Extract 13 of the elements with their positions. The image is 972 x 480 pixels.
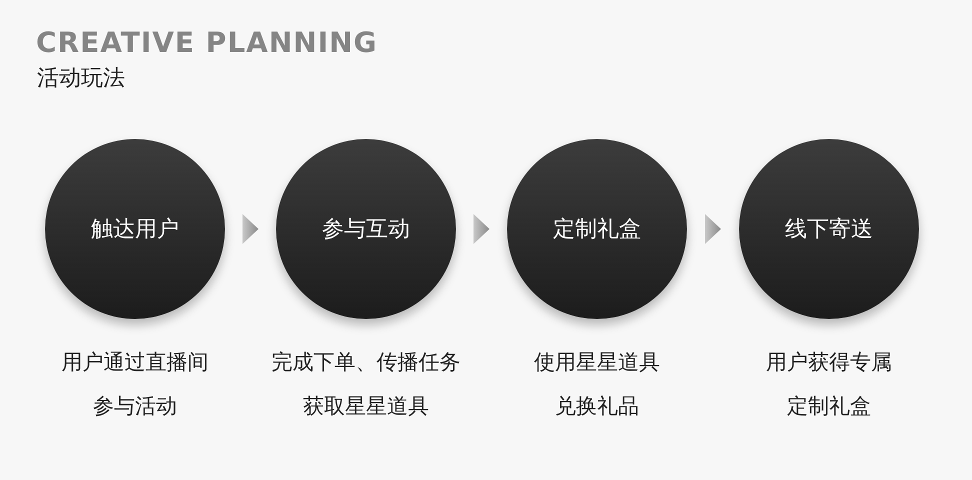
step-title: 参与互动 xyxy=(322,216,410,244)
heading: CREATIVE PLANNING xyxy=(36,26,378,60)
arrow xyxy=(474,214,490,244)
arrow xyxy=(705,214,721,244)
step-description: 用户通过直播间参与活动 xyxy=(60,349,210,420)
step-description: 使用星星道具兑换礼品 xyxy=(533,349,661,420)
step-description: 完成下单、传播任务获取星星道具 xyxy=(270,349,462,420)
step-title: 触达用户 xyxy=(91,216,179,244)
step-description: 用户获得专属定制礼盒 xyxy=(765,349,893,420)
step-title: 线下寄送 xyxy=(785,216,873,244)
step-title: 定制礼盒 xyxy=(553,216,641,244)
arrow xyxy=(242,214,258,244)
subheading: 活动玩法 xyxy=(37,65,125,93)
